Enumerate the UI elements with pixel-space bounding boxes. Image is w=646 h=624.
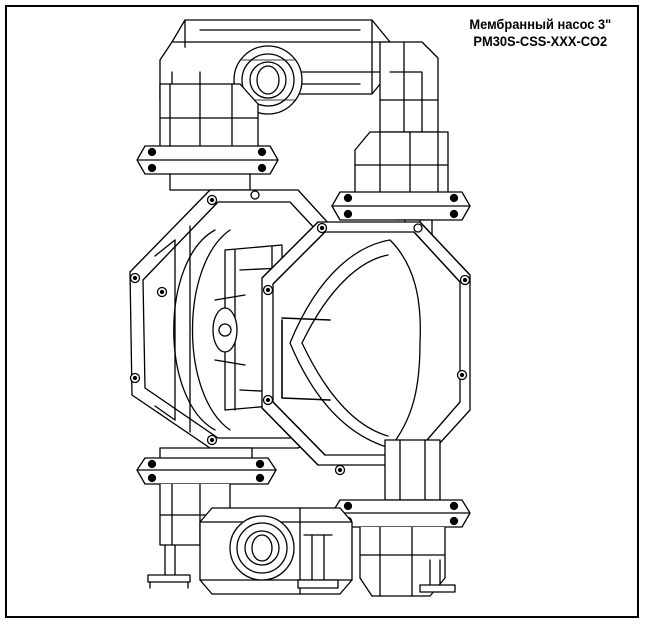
right-chamber bbox=[262, 222, 470, 475]
left-upper-valve-housing bbox=[137, 84, 278, 190]
mounting-feet bbox=[148, 535, 455, 592]
bottom-port bbox=[230, 516, 294, 580]
caption-title: Мембранный насос 3" bbox=[469, 16, 611, 32]
right-lower-valve-housing bbox=[332, 440, 470, 596]
caption-model: PM30S-CSS-XXX-CO2 bbox=[473, 33, 607, 49]
pump-caption: Мембранный насос 3" PM30S-CSS-XXX-CO2 bbox=[469, 16, 611, 50]
right-upper-valve-housing bbox=[332, 132, 470, 220]
